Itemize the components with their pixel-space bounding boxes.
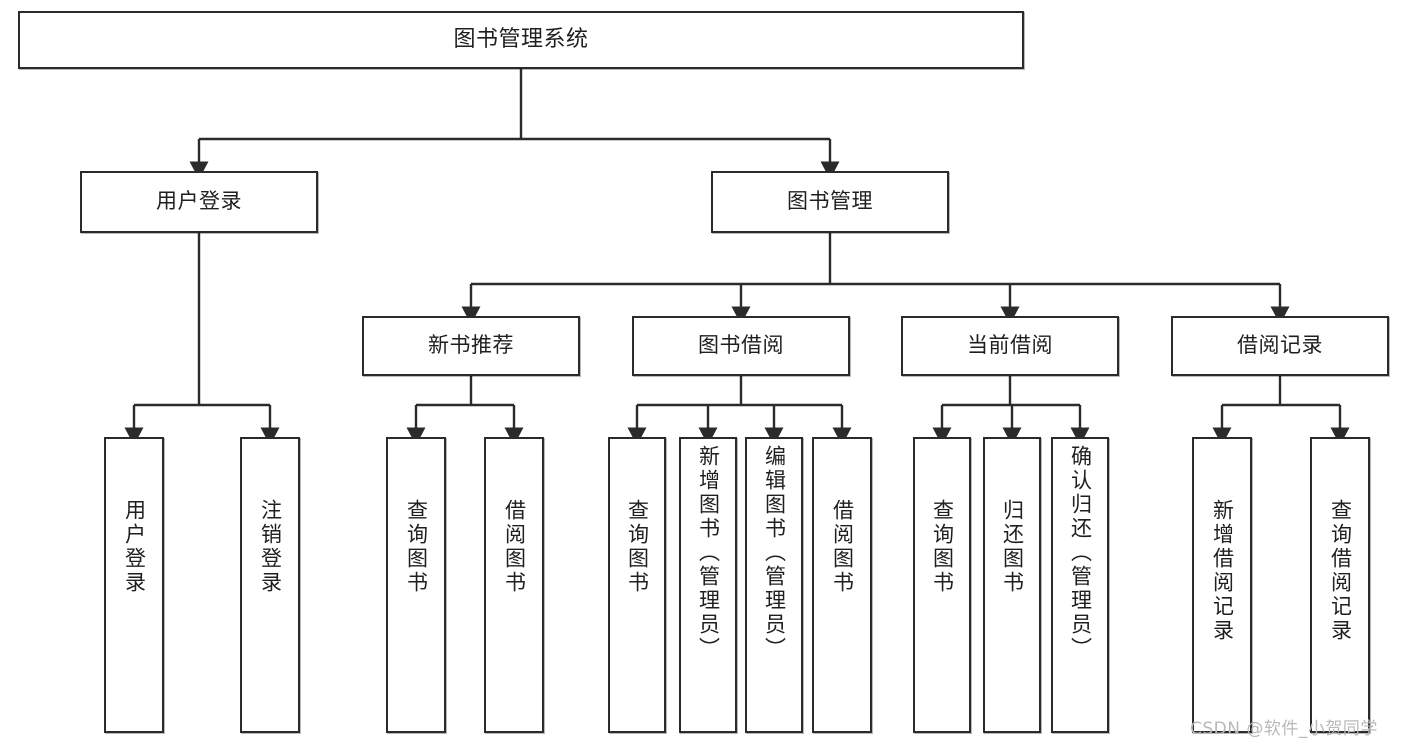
leaf-query-record-label: 查询借阅记录 — [1328, 499, 1353, 643]
node-borrow-record[interactable]: 借阅记录 — [1171, 316, 1389, 376]
leaf-query-book-3-label: 查询图书 — [930, 499, 955, 595]
leaf-borrow-book-2[interactable]: 借阅图书 — [812, 437, 872, 733]
node-borrow-record-label: 借阅记录 — [1237, 333, 1323, 358]
node-current-borrow[interactable]: 当前借阅 — [901, 316, 1119, 376]
node-book-borrow[interactable]: 图书借阅 — [632, 316, 850, 376]
leaf-add-record-label: 新增借阅记录 — [1210, 499, 1235, 643]
leaf-return-book[interactable]: 归还图书 — [983, 437, 1041, 733]
leaf-query-book-1-label: 查询图书 — [404, 499, 429, 595]
node-current-borrow-label: 当前借阅 — [967, 333, 1053, 358]
leaf-query-book-2-label: 查询图书 — [625, 499, 650, 595]
leaf-query-record[interactable]: 查询借阅记录 — [1310, 437, 1370, 733]
leaf-logout-label: 注销登录 — [258, 499, 283, 595]
leaf-user-login[interactable]: 用户登录 — [104, 437, 164, 733]
node-new-book-rec[interactable]: 新书推荐 — [362, 316, 580, 376]
leaf-query-book-2[interactable]: 查询图书 — [608, 437, 666, 733]
leaf-confirm-return[interactable]: 确认归还（管理员） — [1051, 437, 1109, 733]
node-root-label: 图书管理系统 — [453, 26, 589, 52]
node-new-book-rec-label: 新书推荐 — [428, 333, 514, 358]
node-book-manage[interactable]: 图书管理 — [711, 171, 949, 233]
node-user-login-label: 用户登录 — [156, 189, 242, 214]
leaf-add-record[interactable]: 新增借阅记录 — [1192, 437, 1252, 733]
leaf-add-book[interactable]: 新增图书（管理员） — [679, 437, 737, 733]
node-book-manage-label: 图书管理 — [787, 189, 873, 214]
leaf-borrow-book-1-label: 借阅图书 — [502, 499, 527, 595]
leaf-borrow-book-2-label: 借阅图书 — [830, 499, 855, 595]
leaf-borrow-book-1[interactable]: 借阅图书 — [484, 437, 544, 733]
leaf-edit-book-label: 编辑图书（管理员） — [762, 445, 787, 661]
leaf-confirm-return-label: 确认归还（管理员） — [1068, 445, 1093, 661]
leaf-user-login-label: 用户登录 — [122, 499, 147, 595]
leaf-query-book-3[interactable]: 查询图书 — [913, 437, 971, 733]
node-root[interactable]: 图书管理系统 — [18, 11, 1024, 69]
leaf-edit-book[interactable]: 编辑图书（管理员） — [745, 437, 803, 733]
leaf-return-book-label: 归还图书 — [1000, 499, 1025, 595]
node-user-login[interactable]: 用户登录 — [80, 171, 318, 233]
leaf-add-book-label: 新增图书（管理员） — [696, 445, 721, 661]
leaf-query-book-1[interactable]: 查询图书 — [386, 437, 446, 733]
leaf-logout[interactable]: 注销登录 — [240, 437, 300, 733]
csdn-watermark: CSDN @软件_小贺同学 — [1190, 719, 1378, 739]
node-book-borrow-label: 图书借阅 — [698, 333, 784, 358]
